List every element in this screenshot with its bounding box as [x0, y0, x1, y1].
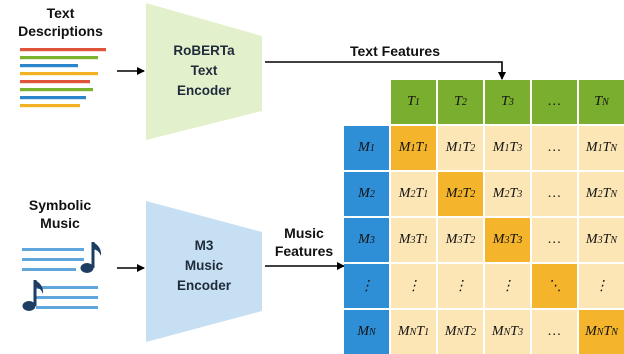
staff-line	[36, 296, 98, 299]
staff-line	[36, 286, 98, 289]
text-line	[20, 64, 78, 68]
matrix-cell: …	[532, 310, 577, 354]
matrix-cell: …	[532, 218, 577, 262]
matrix-cell: ⋮	[579, 264, 624, 308]
text-line	[20, 56, 98, 60]
text-line	[20, 48, 106, 52]
music-encoder-label: M3 Music Encoder	[176, 238, 231, 293]
arrow-text-features	[265, 61, 506, 80]
diagram-canvas	[20, 3, 506, 342]
text-line	[20, 104, 80, 108]
music-note	[80, 242, 102, 273]
staff-line	[36, 306, 98, 309]
diagonal-cell: ⋱	[532, 264, 577, 308]
staff-line	[22, 258, 84, 261]
text-input-label: Text Descriptions	[18, 5, 103, 39]
music-note	[22, 280, 44, 311]
music-encoder-block	[146, 201, 262, 342]
text-encoder-label: RoBERTa Text Encoder	[173, 43, 235, 98]
matrix-cell: …	[532, 126, 577, 170]
text-line	[20, 72, 98, 76]
text-line	[20, 80, 90, 84]
staff-line	[22, 268, 76, 271]
staff-line	[22, 248, 84, 251]
music-input-label: Symbolic Music	[28, 197, 92, 231]
matrix-cell: ⋮	[391, 264, 436, 308]
matrix-cell: …	[532, 172, 577, 216]
col-header-cell: …	[532, 80, 577, 124]
text-line	[20, 88, 93, 92]
text-features-label: Text Features	[350, 43, 440, 59]
text-line	[20, 96, 86, 100]
music-features-label: Music Features	[274, 225, 334, 259]
text-encoder-block	[146, 3, 262, 140]
row-header-cell: ⋮	[344, 264, 389, 308]
matrix-cell: ⋮	[485, 264, 530, 308]
text-lines-icon	[20, 48, 106, 108]
matrix-cell: ⋮	[438, 264, 483, 308]
music-notes-icon	[22, 242, 102, 311]
